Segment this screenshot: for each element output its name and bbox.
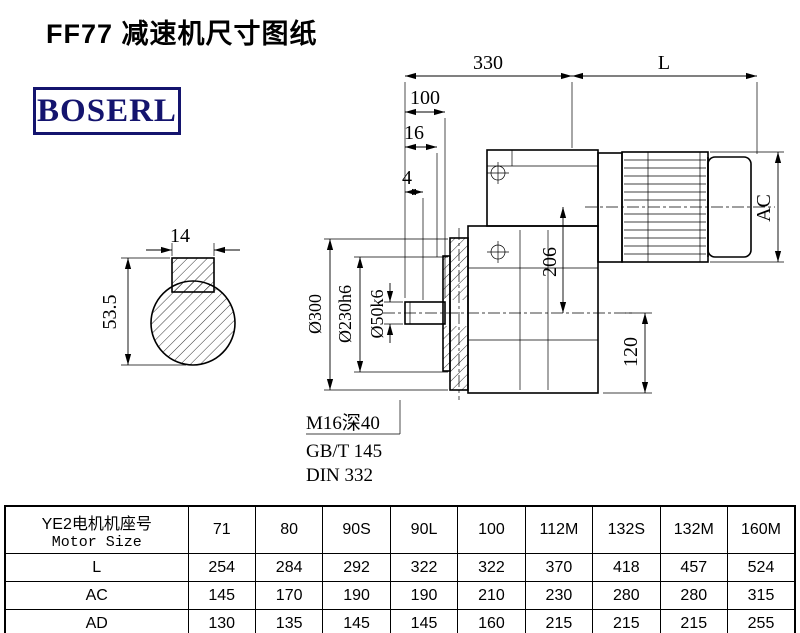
motor-size-header-en: Motor Size — [51, 533, 142, 551]
motor-cooling-fins — [624, 152, 706, 262]
note-thread: M16深40 — [306, 412, 380, 434]
cell: 280 — [592, 581, 661, 610]
bolt-hole-marker — [487, 241, 509, 263]
dim-key-height: 53.5 — [99, 295, 121, 330]
dim-key-width: 14 — [170, 225, 190, 247]
brand-logo-text: BOSERL — [37, 92, 177, 129]
col-header: 90L — [389, 505, 459, 554]
dim-dia230: Ø230h6 — [335, 285, 355, 343]
cell: 322 — [389, 553, 459, 582]
gearbox-side-view — [383, 149, 775, 400]
dim-dia50: Ø50k6 — [367, 290, 387, 339]
cell: 135 — [254, 609, 324, 633]
table-header-row: YE2电机机座号 Motor Size 71 80 90S 90L 100 11… — [4, 505, 796, 554]
col-header: 80 — [254, 505, 324, 554]
cell: 230 — [524, 581, 594, 610]
cell: 130 — [187, 609, 256, 633]
note-din-standard: DIN 332 — [306, 465, 373, 486]
cell: 370 — [524, 553, 594, 582]
note-gb-standard: GB/T 145 — [306, 441, 382, 462]
cell: 280 — [659, 581, 729, 610]
gear-housing — [467, 225, 599, 394]
cell: 145 — [322, 609, 391, 633]
motor-adapter — [597, 152, 623, 263]
table-row-L: L 254 284 292 322 322 370 418 457 524 — [4, 553, 796, 582]
dim-dia300: Ø300 — [305, 294, 325, 334]
brand-logo-box: BOSERL — [33, 87, 181, 135]
cell: 215 — [592, 609, 661, 633]
cell: 284 — [254, 553, 324, 582]
row-label: L — [4, 553, 189, 582]
cell: 145 — [187, 581, 256, 610]
cell: 190 — [322, 581, 391, 610]
motor-size-header: YE2电机机座号 Motor Size — [4, 505, 189, 554]
col-header: 132S — [592, 505, 661, 554]
cell: 190 — [389, 581, 459, 610]
cell: 160 — [457, 609, 526, 633]
page-title: FF77 减速机尺寸图纸 — [46, 19, 318, 49]
dimensions: 330 L 100 16 4 Ø300 Ø230h6 Ø50k6 — [305, 52, 784, 394]
col-header: 71 — [187, 505, 256, 554]
cell: 215 — [524, 609, 594, 633]
row-label: AD — [4, 609, 189, 633]
cell: 170 — [254, 581, 324, 610]
col-header: 100 — [457, 505, 526, 554]
cell: 254 — [187, 553, 256, 582]
dim-4: 4 — [402, 167, 412, 189]
motor-size-header-cn: YE2电机机座号 — [41, 515, 152, 533]
dim-120: 120 — [620, 337, 642, 367]
table-row-AC: AC 145 170 190 190 210 230 280 280 315 — [4, 581, 796, 610]
cell: 457 — [659, 553, 729, 582]
col-header: 160M — [727, 505, 796, 554]
cell: 255 — [727, 609, 796, 633]
col-header: 90S — [322, 505, 391, 554]
thread-note-callout: M16深40 GB/T 145 DIN 332 — [306, 400, 401, 486]
dim-AC: AC — [753, 194, 775, 222]
dim-L: L — [658, 52, 670, 74]
cell: 418 — [592, 553, 661, 582]
col-header: 112M — [524, 505, 594, 554]
dim-16: 16 — [404, 122, 424, 144]
table-row-AD: AD 130 135 145 145 160 215 215 215 255 — [4, 609, 796, 633]
cell: 215 — [659, 609, 729, 633]
shaft-section-view: 14 53.5 — [99, 225, 240, 366]
cell: 322 — [457, 553, 526, 582]
dim-100: 100 — [410, 87, 440, 109]
bolt-hole-marker — [487, 162, 509, 184]
cell: 524 — [727, 553, 796, 582]
dimension-table: YE2电机机座号 Motor Size 71 80 90S 90L 100 11… — [4, 505, 796, 633]
technical-drawing: 14 53.5 — [99, 52, 784, 486]
cell: 292 — [322, 553, 391, 582]
col-header: 132M — [659, 505, 729, 554]
cell: 210 — [457, 581, 526, 610]
cell: 315 — [727, 581, 796, 610]
dim-330: 330 — [473, 52, 503, 74]
dim-206: 206 — [539, 247, 561, 277]
cell: 145 — [389, 609, 459, 633]
gear-housing-upper — [486, 149, 599, 227]
row-label: AC — [4, 581, 189, 610]
